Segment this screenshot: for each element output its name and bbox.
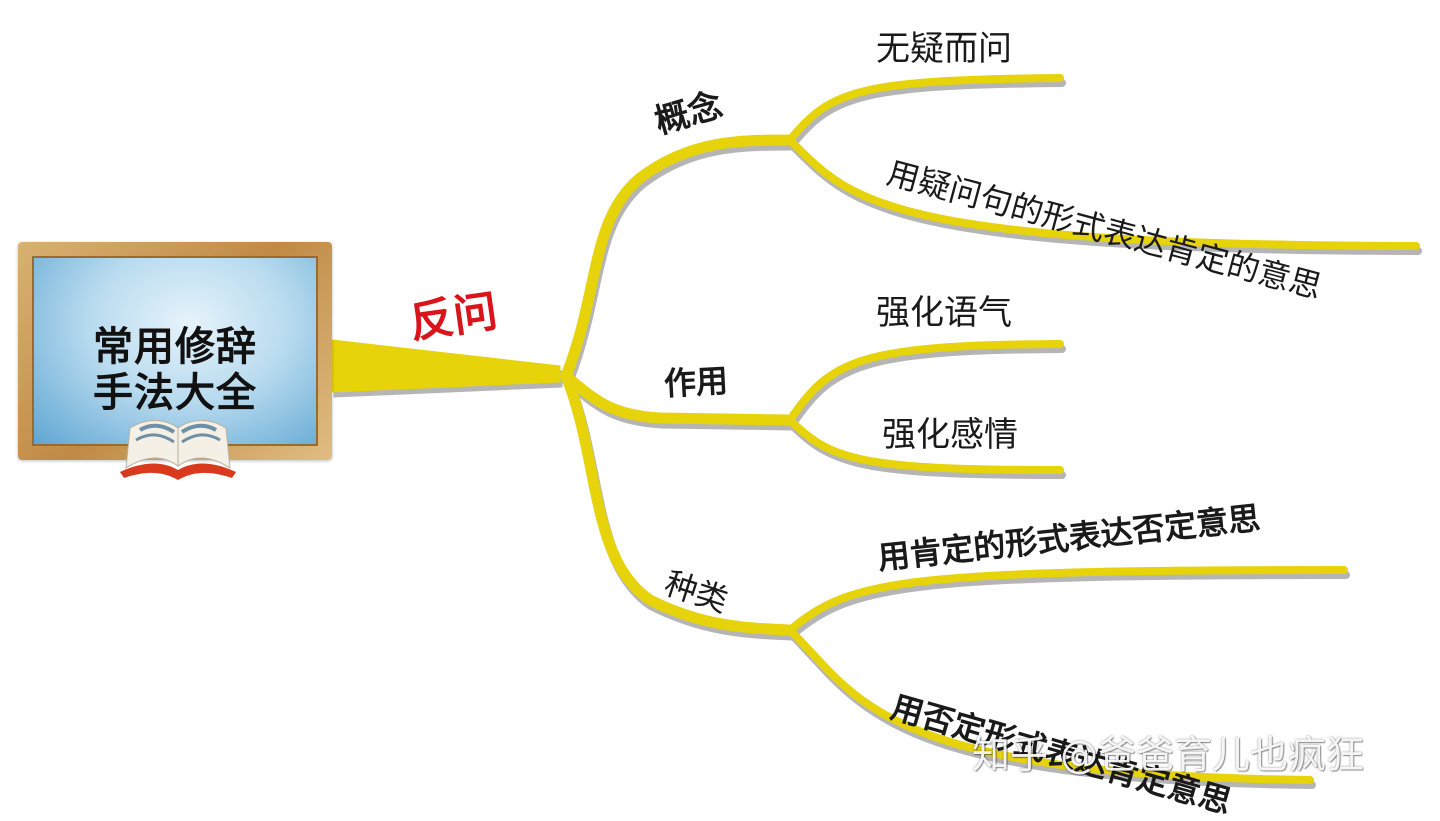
root-title: 常用修辞 手法大全 [34,324,316,416]
root-title-line1: 常用修辞 [93,324,257,370]
board-screen: 常用修辞 手法大全 [32,256,318,446]
branch-shadow [334,83,1418,785]
leaf-label: 无疑而问 [876,29,1012,69]
open-book-icon [120,420,236,480]
leaf-label: 强化感情 [882,415,1018,455]
topic-label: 反问 [406,286,501,349]
watermark: 知乎 @爸爸育儿也疯狂 [972,733,1365,777]
branch-label-function: 作用 [663,361,729,403]
root-board: 常用修辞 手法大全 [18,242,332,460]
root-title-line2: 手法大全 [93,370,257,416]
leaf-label: 强化语气 [876,293,1012,333]
branch-paths [332,78,1416,780]
